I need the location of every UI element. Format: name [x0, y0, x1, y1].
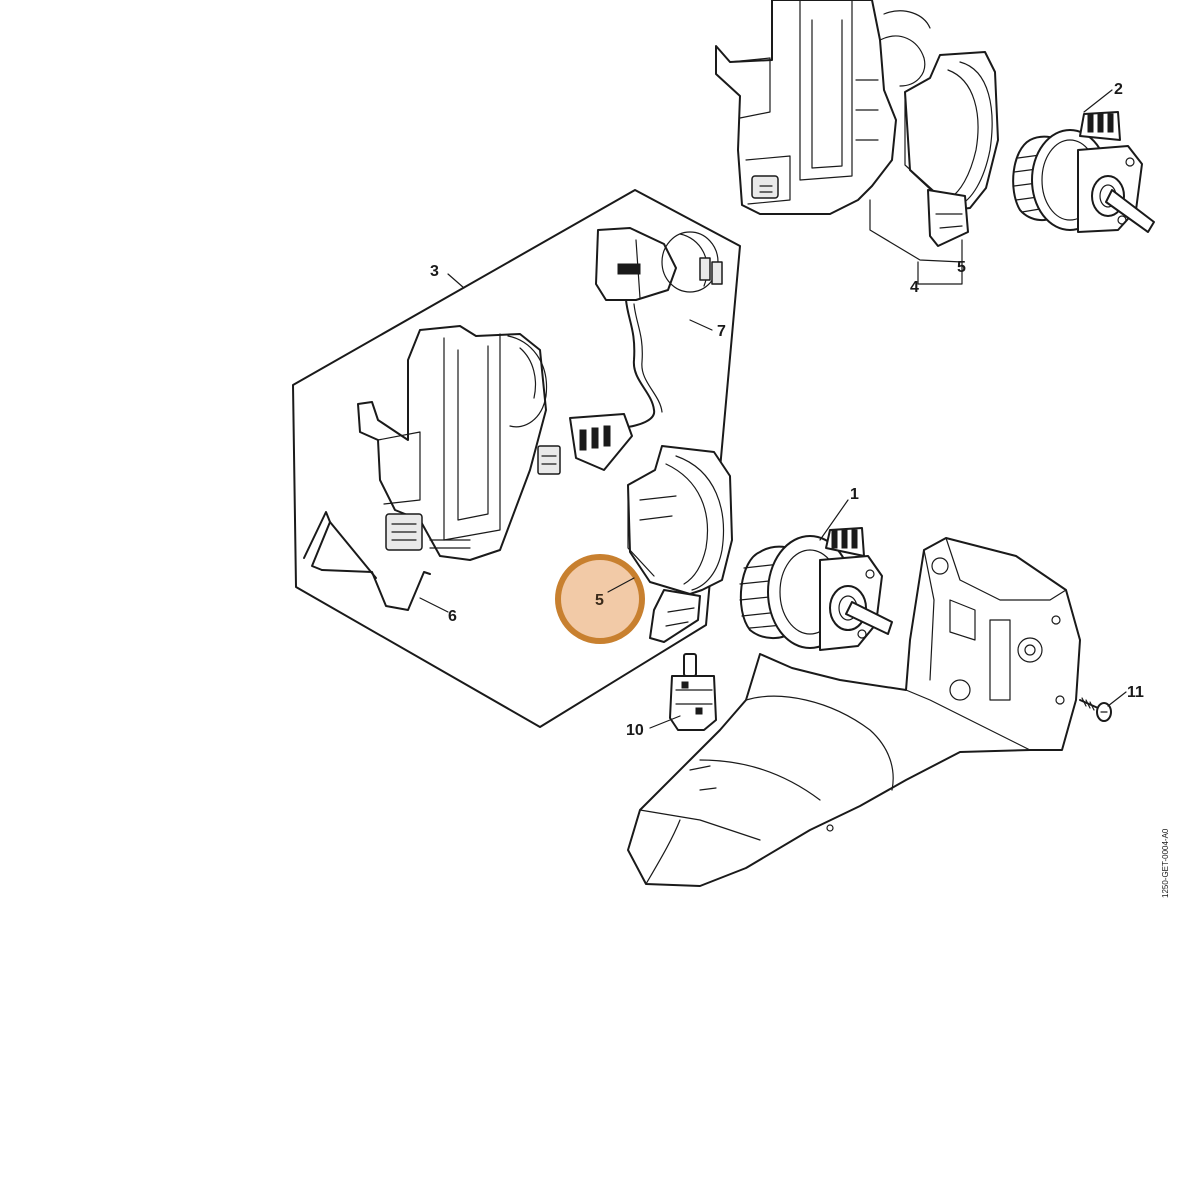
callout-4: 4 — [910, 279, 919, 296]
highlight-part-5[interactable] — [555, 554, 645, 644]
main-housing — [627, 537, 1081, 887]
kit-outline — [292, 189, 741, 728]
callout-2: 2 — [1114, 81, 1123, 98]
callout-5-top: 5 — [957, 259, 966, 276]
top-motor-assembly — [1012, 111, 1155, 233]
leader-11 — [1107, 691, 1127, 707]
leader-2 — [1083, 89, 1113, 113]
kit-control-module-and-cable — [537, 227, 723, 475]
callout-11: 11 — [1127, 684, 1144, 701]
callout-10: 10 — [626, 722, 644, 739]
leader-3 — [447, 273, 465, 289]
top-electronics-housing — [715, 0, 931, 215]
leader-5-highlight — [607, 577, 635, 593]
leader-4 — [869, 199, 963, 285]
drawing-code: 1250-GET-0004-A0 — [1161, 828, 1170, 898]
highlight-circle[interactable] — [555, 554, 645, 644]
callout-3: 3 — [430, 263, 439, 280]
kit-fan-housing — [627, 445, 733, 643]
leader-7 — [689, 319, 713, 331]
kit-spring-wire — [303, 511, 431, 611]
leader-1 — [819, 499, 849, 541]
kit-electronics-housing — [357, 325, 548, 561]
motor-assembly — [739, 527, 893, 651]
callout-5-highlight[interactable]: 5 — [595, 592, 604, 609]
leader-lines — [419, 89, 1127, 729]
leader-10 — [649, 715, 681, 729]
top-fan-housing — [904, 51, 999, 247]
callout-6: 6 — [448, 608, 457, 625]
leader-6 — [419, 597, 449, 613]
callout-1: 1 — [850, 486, 859, 503]
callout-7: 7 — [717, 323, 726, 340]
switch-part-10 — [669, 653, 717, 731]
screw-part-11 — [1079, 697, 1112, 722]
